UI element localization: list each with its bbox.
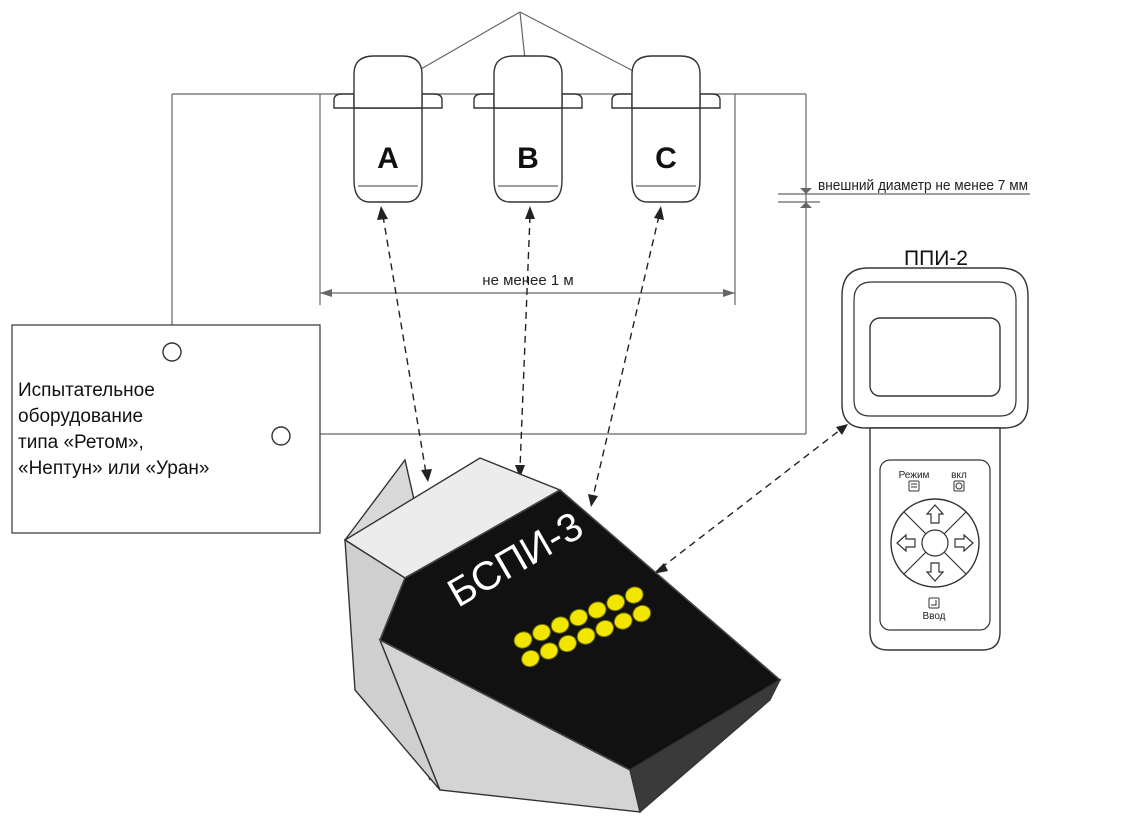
indicator-lamp [539, 642, 559, 660]
arrow-down-icon[interactable] [925, 562, 945, 582]
indicator-lamp [558, 634, 577, 653]
sensor-a-label: A [377, 142, 399, 175]
indicator-lamp [576, 627, 596, 645]
sensor-c: C [611, 55, 721, 203]
enter-label: Ввод [922, 611, 945, 622]
equipment-line-3: типа «Ретом», [18, 432, 144, 453]
power-icon [955, 482, 963, 490]
mode-button[interactable]: Режим [899, 470, 930, 492]
terminal-bottom [271, 426, 291, 446]
indicator-lamp [569, 608, 588, 627]
indicator-lamp [595, 619, 615, 638]
sensor-a: A [333, 55, 443, 203]
equipment-line-2: оборудование [18, 406, 143, 427]
mode-label: Режим [899, 470, 930, 481]
indicator-lamp [521, 649, 540, 668]
sensor-b-label: B [517, 142, 539, 175]
indicator-lamp [632, 604, 652, 623]
enter-button[interactable]: Ввод [922, 597, 946, 622]
enter-icon [931, 600, 937, 606]
sensor-b: B [473, 55, 583, 203]
link-arrows [377, 206, 848, 574]
diameter-dimension: внешний диаметр не менее 7 мм [778, 177, 1030, 208]
ppi-device: ППИ-2 Режим вкл [841, 247, 1029, 651]
equipment-line-1: Испытательное [18, 380, 155, 401]
bspi-device: БСПИ-3 [343, 457, 782, 814]
equipment-line-4: «Нептун» или «Уран» [18, 458, 209, 479]
indicator-lamp [532, 623, 551, 642]
diameter-label: внешний диаметр не менее 7 мм [818, 177, 1028, 194]
arrow-up-icon[interactable] [925, 504, 945, 524]
power-button[interactable]: вкл [951, 470, 967, 492]
terminal-top [162, 342, 182, 362]
ppi-title: ППИ-2 [904, 247, 968, 270]
indicator-lamp [613, 612, 633, 630]
indicator-lamp [606, 593, 626, 612]
indicator-lamp [624, 586, 644, 604]
indicator-array [513, 586, 652, 668]
indicator-lamp [550, 616, 570, 634]
sensor-c-label: C [655, 142, 677, 175]
indicator-lamp [513, 631, 533, 649]
dpad [890, 498, 980, 588]
indicator-lamp [587, 601, 607, 619]
arrow-right-icon[interactable] [954, 533, 974, 553]
arrow-left-icon[interactable] [896, 533, 916, 553]
ppi-screen [869, 317, 1001, 397]
test-equipment: Испытательное оборудование типа «Ретом»,… [11, 324, 321, 534]
power-label: вкл [951, 470, 967, 481]
